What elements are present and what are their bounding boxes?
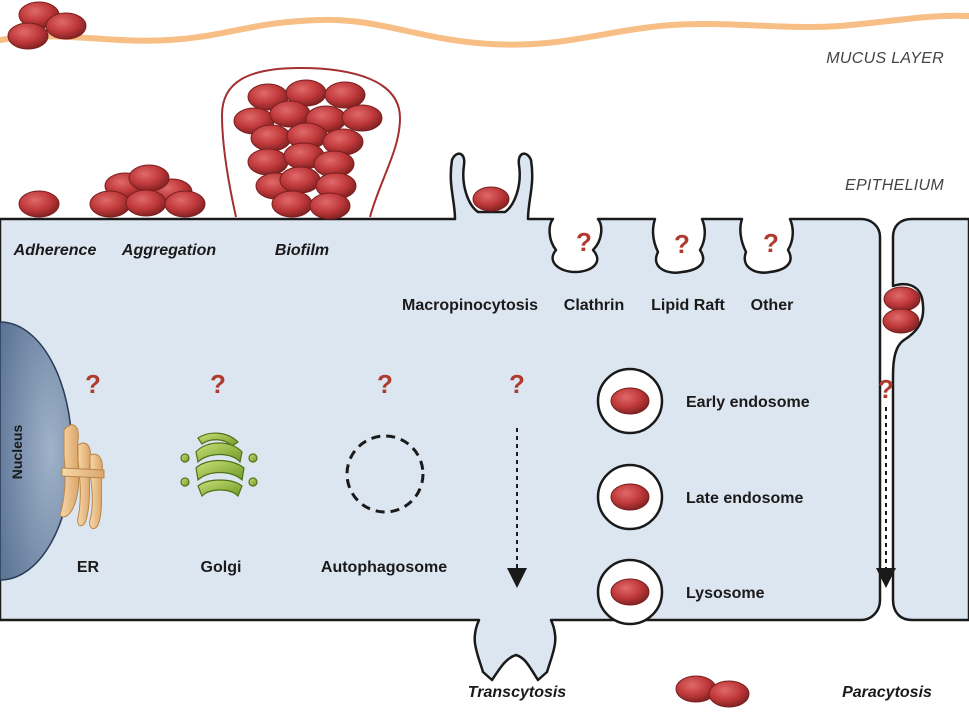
- aggregation-label: Aggregation: [121, 242, 216, 259]
- early-endosome: [596, 367, 664, 435]
- late-endosome-label: Late endosome: [686, 490, 803, 507]
- lipid-raft-label: Lipid Raft: [651, 297, 725, 314]
- basal-bacteria: [675, 675, 750, 708]
- biofilm-outline: [220, 66, 402, 218]
- macropinocytosis-bacterium: [472, 186, 510, 212]
- autophagosome-question-mark: ?: [377, 369, 393, 399]
- adherence-label: Adherence: [13, 242, 97, 259]
- epithelial-cell: [0, 152, 882, 682]
- clathrin-question-mark: ?: [576, 227, 592, 257]
- golgi-organelle: [180, 432, 258, 498]
- mucus-layer-line: [0, 12, 969, 48]
- other-question-mark: ?: [763, 228, 779, 258]
- adjacent-cell: [891, 217, 969, 622]
- transcytosis-question-mark: ?: [509, 369, 525, 399]
- er-label: ER: [77, 559, 100, 576]
- nucleus-label: Nucleus: [9, 425, 25, 480]
- mucus-layer-label: MUCUS LAYER: [826, 50, 944, 67]
- biofilm-bacteria: [233, 79, 383, 220]
- mucus-bacteria: [7, 1, 87, 50]
- golgi-label: Golgi: [201, 559, 242, 576]
- autophagosome-organelle: [345, 434, 425, 514]
- early-endosome-label: Early endosome: [686, 394, 810, 411]
- er-question-mark: ?: [85, 369, 101, 399]
- epithelium-label: EPITHELIUM: [845, 177, 944, 194]
- adherent-bacterium: [18, 190, 60, 218]
- late-endosome: [596, 463, 664, 531]
- aggregated-bacteria: [89, 164, 206, 218]
- paracytosis-label: Paracytosis: [842, 684, 932, 701]
- paracytosis-question-mark: ?: [878, 374, 894, 404]
- biofilm-label: Biofilm: [275, 242, 329, 259]
- er-organelle: [59, 424, 105, 530]
- autophagosome-label: Autophagosome: [321, 559, 447, 576]
- clathrin-label: Clathrin: [564, 297, 624, 314]
- other-label: Other: [751, 297, 794, 314]
- transcytosis-label: Transcytosis: [468, 684, 567, 701]
- golgi-question-mark: ?: [210, 369, 226, 399]
- lysosome-label: Lysosome: [686, 585, 765, 602]
- lysosome: [596, 558, 664, 626]
- paracytosis-bacteria: [882, 286, 921, 334]
- lipid-raft-question-mark: ?: [674, 229, 690, 259]
- macropinocytosis-label: Macropinocytosis: [402, 297, 538, 314]
